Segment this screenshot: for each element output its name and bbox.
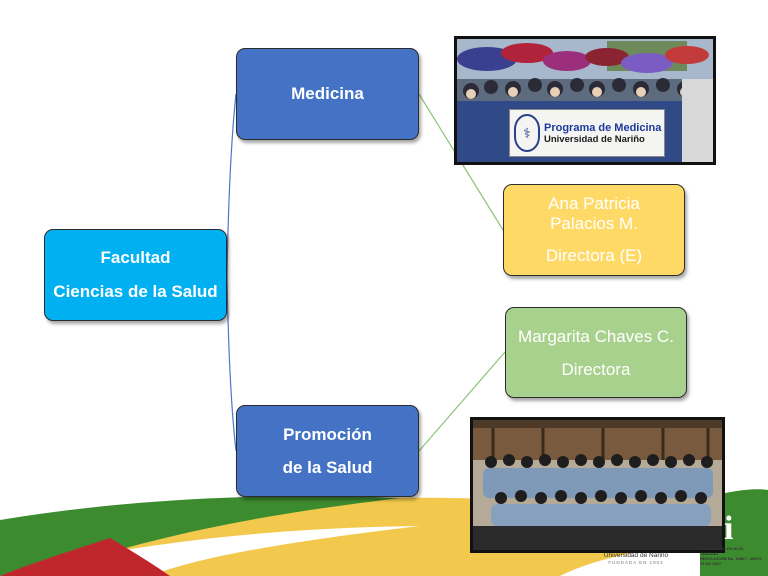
ana-line-2: Palacios M. — [550, 214, 638, 233]
accreditation-line-2: RESOLUCIÓN No. 10567 - MAYO 23 DE 2017 — [700, 556, 762, 566]
banner-subtitle: Universidad de Nariño — [544, 133, 645, 145]
branch-node-promocion: Promoción de la Salud — [236, 405, 419, 497]
photo-medicina-group: ⚕ Programa de Medicina Universidad de Na… — [454, 36, 716, 165]
photo-promocion-scene — [473, 420, 722, 550]
leaf-node-margarita-chaves: Margarita Chaves C. Directora — [505, 307, 687, 398]
university-logo-icon: Universidad de Nariño FUNDADA EN 1904 — [596, 552, 676, 566]
root-line-2: Ciencias de la Salud — [53, 282, 218, 301]
program-banner: ⚕ Programa de Medicina Universidad de Na… — [509, 109, 665, 157]
photo-promocion-group — [470, 417, 725, 553]
promocion-line-1: Promoción — [283, 425, 372, 444]
footer-red-wave — [0, 538, 170, 576]
margarita-line-1: Margarita Chaves C. — [518, 326, 674, 346]
university-i-mark-icon: i — [724, 510, 734, 547]
footer-green-wave — [0, 496, 400, 576]
banner-title: Programa de Medicina — [544, 121, 662, 134]
root-line-1: Facultad — [100, 248, 171, 267]
connector-promocion-margarita — [418, 351, 506, 452]
root-node-facultad: Facultad Ciencias de la Salud — [44, 229, 227, 321]
accreditation-note: ACREDITADA EN ALTA CALIDAD RESOLUCIÓN No… — [700, 546, 762, 566]
footer-founded: FUNDADA EN 1904 — [608, 560, 664, 565]
margarita-line-2: Directora — [561, 359, 631, 379]
ana-line-1: Ana Patricia — [548, 194, 640, 213]
footer-brand: Universidad de Nariño — [603, 552, 669, 559]
accreditation-line-1: ACREDITADA EN ALTA CALIDAD — [700, 546, 744, 556]
connector-root-medicina — [226, 93, 237, 276]
leaf-node-ana-patricia: Ana Patricia Palacios M. Directora (E) — [503, 184, 685, 276]
branch-node-medicina: Medicina — [236, 48, 419, 140]
ana-line-3: Directora (E) — [545, 246, 643, 265]
medicina-label: Medicina — [291, 84, 364, 103]
footer-white-band — [560, 547, 700, 576]
connector-root-promocion — [226, 274, 237, 452]
caduceus-icon: ⚕ — [514, 114, 540, 152]
promocion-line-2: de la Salud — [282, 458, 373, 477]
